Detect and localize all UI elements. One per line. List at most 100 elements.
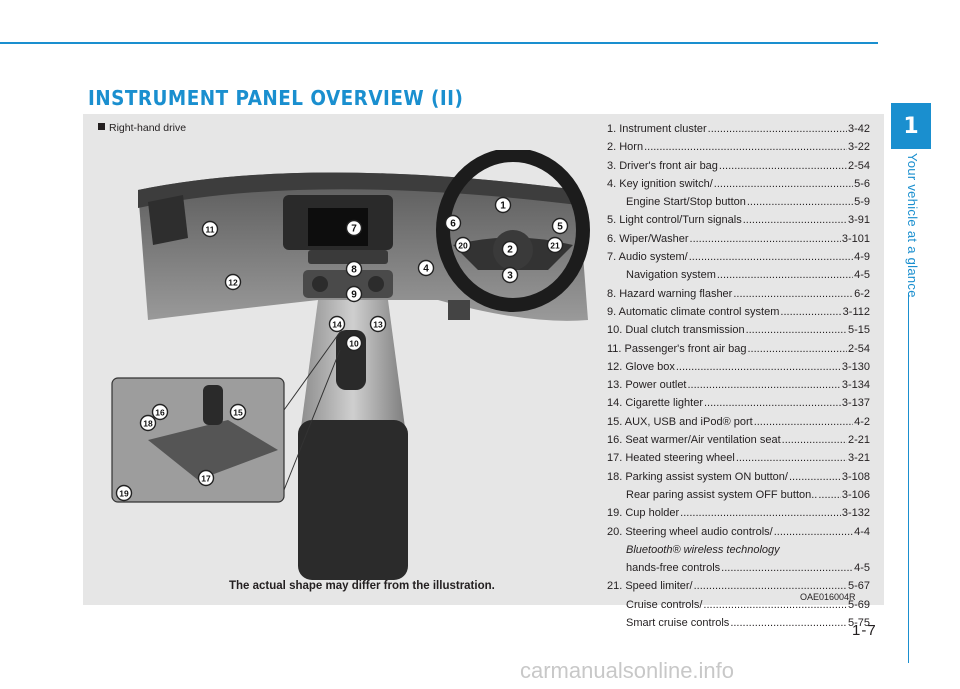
leader-dots (818, 486, 841, 504)
list-item-label: Bluetooth® wireless technology (626, 543, 780, 556)
callout-number: 21 (550, 241, 560, 251)
list-item-page[interactable]: 5-75 (847, 617, 870, 630)
list-item-label: 20. Steering wheel audio controls/ (607, 525, 773, 538)
list-item: 4. Key ignition switch/5-6 (607, 175, 870, 193)
list-item-page[interactable]: 6-2 (854, 287, 870, 300)
list-item-page[interactable]: 2-21 (847, 434, 870, 447)
leader-dots (743, 211, 847, 229)
list-item-page[interactable]: 3-91 (847, 214, 870, 227)
callout-12: 12 (224, 273, 242, 291)
inset-pointer-line (283, 349, 341, 491)
callout-circle (501, 240, 519, 258)
list-item: 21. Speed limiter/5-67 (607, 577, 870, 595)
callout-circle (551, 217, 569, 235)
leader-dots (754, 413, 853, 431)
callout-circle (201, 220, 219, 238)
list-item: hands-free controls 4-5 (607, 559, 870, 577)
callout-10: 10 (345, 334, 363, 352)
list-item-page[interactable]: 3-42 (847, 123, 870, 135)
list-item-page[interactable]: 3-130 (841, 360, 870, 373)
list-item-page[interactable]: 4-9 (854, 251, 870, 264)
callout-number: 11 (206, 225, 215, 235)
chapter-tab[interactable]: 1 (891, 103, 931, 149)
list-item-label: 5. Light control/Turn signals (607, 214, 742, 227)
callout-circle (345, 334, 363, 352)
inset-gear-lever (203, 385, 223, 425)
list-item-page[interactable]: 4-4 (854, 525, 870, 538)
list-item-page[interactable]: 3-22 (847, 141, 870, 154)
callout-9: 9 (345, 285, 363, 303)
list-item-page[interactable]: 3-132 (841, 507, 870, 520)
leader-dots (746, 321, 847, 339)
list-item-label: 3. Driver's front air bag (607, 159, 718, 172)
list-item: Bluetooth® wireless technology (607, 541, 870, 559)
list-item-label: 14. Cigarette lighter (607, 397, 703, 410)
callout-20: 20 (454, 236, 472, 254)
list-item-label: 19. Cup holder (607, 507, 680, 520)
list-item: 1. Instrument cluster3-42 (607, 120, 870, 138)
header-rule (0, 42, 878, 44)
list-item: 12. Glove box3-130 (607, 358, 870, 376)
callout-circle (345, 219, 363, 237)
callout-circle (151, 403, 169, 421)
list-item: Engine Start/Stop button5-9 (607, 193, 870, 211)
list-item-label: 15. AUX, USB and iPod® port (607, 415, 753, 428)
list-item-page[interactable]: 5-69 (847, 598, 870, 611)
list-item-page[interactable]: 3-106 (841, 488, 870, 501)
list-item-label: 18. Parking assist system ON button/ (607, 470, 788, 483)
callout-15: 15 (229, 403, 247, 421)
inset-console-tray (148, 420, 278, 480)
leader-dots (689, 248, 853, 266)
callout-circle (444, 214, 462, 232)
callout-number: 16 (155, 408, 165, 418)
list-item-page[interactable]: 3-21 (847, 452, 870, 465)
list-item-page[interactable]: 5-15 (847, 324, 870, 337)
list-item: 16. Seat warmer/Air ventilation seat2-21 (607, 431, 870, 449)
list-item-label: hands-free controls (626, 562, 721, 575)
list-item: Smart cruise controls5-75 (607, 614, 870, 632)
list-item-label: Rear paring assist system OFF button.. (626, 488, 818, 501)
figure-caption: The actual shape may differ from the ill… (229, 580, 495, 592)
callout-number: 18 (143, 419, 153, 429)
callout-number: 17 (201, 474, 211, 484)
callout-circle (224, 273, 242, 291)
callout-number: 5 (557, 222, 563, 233)
list-item-page[interactable]: 3-108 (841, 470, 870, 483)
list-item-page[interactable]: 4-5 (854, 562, 870, 575)
leader-dots (719, 157, 847, 175)
list-item-label: 4. Key ignition switch/ (607, 177, 713, 190)
component-list: 1. Instrument cluster3-422. Horn3-223. D… (607, 120, 870, 632)
armrest (298, 420, 408, 580)
leader-dots (730, 614, 847, 632)
list-item-page[interactable]: 3-134 (841, 379, 870, 392)
list-item-page[interactable]: 5-6 (854, 177, 870, 190)
callout-number: 10 (349, 339, 359, 349)
list-item-label: Cruise controls/ (626, 598, 703, 611)
callout-19: 19 (115, 484, 133, 502)
list-item: 7. Audio system/4-9 (607, 248, 870, 266)
callout-number: 13 (373, 320, 383, 330)
leader-dots (688, 376, 841, 394)
list-item-page[interactable]: 5-9 (854, 196, 870, 209)
list-item-page[interactable]: 4-2 (854, 415, 870, 428)
list-item-page[interactable]: 4-5 (854, 269, 870, 282)
steering-wheel (436, 150, 590, 312)
list-item-page[interactable]: 3-137 (841, 397, 870, 410)
list-item-page[interactable]: 2-54 (847, 159, 870, 172)
list-item: 19. Cup holder 3-132 (607, 504, 870, 522)
leader-dots (747, 340, 846, 358)
list-item-page[interactable]: 3-101 (841, 232, 870, 245)
list-item-page[interactable]: 5-67 (847, 580, 870, 593)
callout-circle (229, 403, 247, 421)
callout-number: 14 (332, 320, 342, 330)
list-item: 13. Power outlet3-134 (607, 376, 870, 394)
leader-dots (704, 394, 841, 412)
drive-label: Right-hand drive (98, 122, 186, 134)
list-item-page[interactable]: 3-112 (842, 305, 870, 318)
leader-dots (694, 577, 847, 595)
left-vent (148, 195, 188, 245)
callout-18: 18 (139, 414, 157, 432)
callout-11: 11 (201, 220, 219, 238)
callout-17: 17 (197, 469, 215, 487)
list-item-page[interactable]: 2-54 (847, 342, 870, 355)
